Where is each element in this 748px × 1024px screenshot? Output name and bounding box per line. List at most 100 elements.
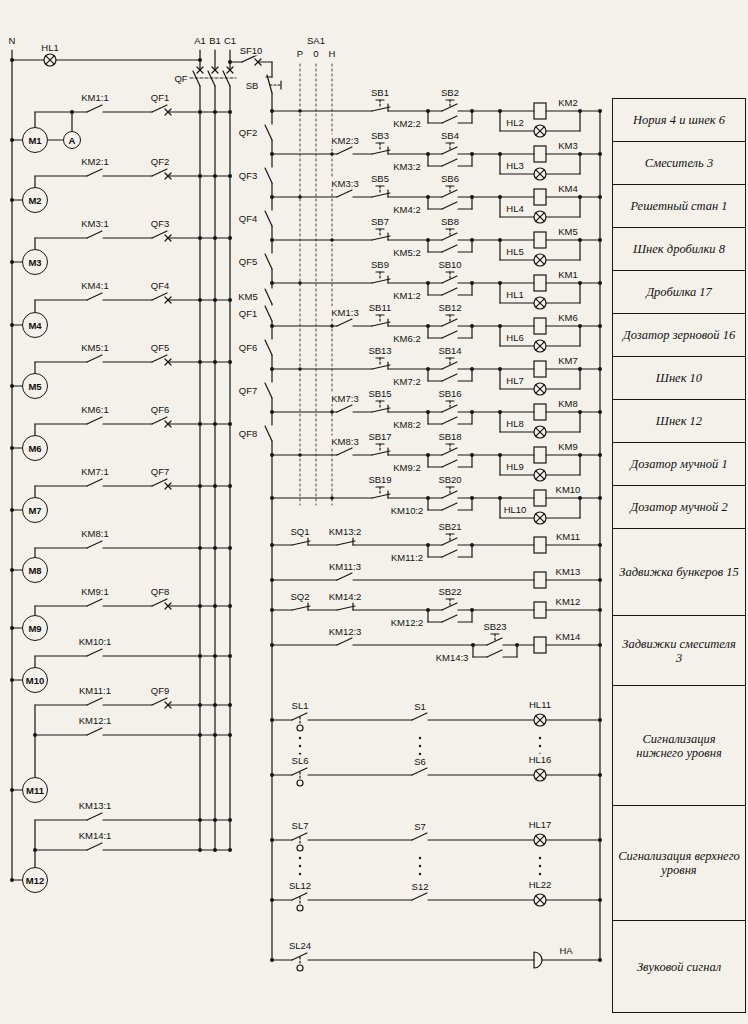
wire: [428, 719, 534, 720]
junction-dot: [228, 174, 232, 178]
junction-dot: [33, 848, 37, 852]
coil-symbol: [534, 318, 546, 334]
wire: [579, 326, 580, 346]
junction-dot: [330, 238, 334, 242]
breaker-mark: [227, 67, 233, 73]
junction-dot: [330, 324, 334, 328]
designation-label: QF4: [238, 213, 258, 224]
coil-symbol: [534, 572, 546, 588]
contact-no: [265, 426, 272, 441]
wire: [546, 259, 580, 260]
lamp-symbol: [534, 894, 546, 906]
cell-text: Решетный стан 1: [630, 199, 727, 213]
junction-dot: [228, 360, 232, 364]
wire: [500, 517, 534, 518]
junction-dot: [578, 238, 582, 242]
designation-label: KM13:2: [328, 526, 363, 537]
wire: [35, 704, 87, 705]
designation-label: HL8: [505, 418, 524, 429]
breaker-mark: [165, 173, 171, 179]
coil-symbol: [534, 490, 546, 506]
designation-label: Н: [328, 48, 337, 59]
wire: [458, 282, 534, 283]
contact-no: [87, 355, 102, 362]
button-actuator: [449, 272, 450, 278]
junction-dot: [426, 324, 430, 328]
contact-no: [265, 340, 272, 355]
function-cell: Дробилка 17: [612, 270, 746, 314]
wire: [272, 719, 292, 720]
breaker-mark: [165, 483, 171, 489]
wire: [428, 621, 442, 622]
coil-symbol: [534, 189, 546, 205]
contact-nc: [267, 75, 272, 93]
breaker-mark: [165, 702, 171, 708]
button-actuator: [449, 599, 450, 605]
junction-dot: [299, 857, 301, 859]
button-actuator: [379, 143, 380, 149]
contact-nc: [387, 276, 388, 283]
function-cell: Решетный стан 1: [612, 184, 746, 228]
coil-symbol: [534, 146, 546, 162]
wire: [499, 498, 500, 518]
wire: [103, 175, 152, 176]
junction-dot: [470, 453, 474, 457]
button-actuator: [376, 99, 384, 100]
designation-label: SB20: [437, 474, 462, 485]
junction-dot: [498, 453, 502, 457]
lamp-symbol: [536, 836, 544, 844]
wire: [546, 388, 580, 389]
wire: [34, 112, 35, 127]
contact-no: [442, 202, 457, 209]
contact-nc: [387, 147, 388, 154]
designation-label: QF2: [238, 127, 258, 138]
wire: [388, 325, 442, 326]
wire: [103, 655, 230, 656]
junction-dot: [470, 324, 474, 328]
designation-label: KM12:3: [328, 626, 363, 637]
lamp-symbol: [534, 714, 546, 726]
contact-nc: [372, 451, 390, 455]
designation-label: HL6: [505, 332, 524, 343]
designation-label: SF10: [239, 45, 264, 56]
junction-dot: [470, 281, 474, 285]
wire: [11, 50, 12, 880]
function-cell: Дозатор зерновой 16: [612, 313, 746, 357]
button-actuator: [376, 228, 384, 229]
lamp-symbol: [536, 514, 544, 522]
designation-label: SQ1: [289, 526, 310, 537]
wire: [103, 237, 152, 238]
contact-no: [442, 374, 457, 381]
junction-dot: [498, 152, 502, 156]
wire: [546, 325, 600, 326]
junction-dot: [498, 281, 502, 285]
wire: [388, 454, 442, 455]
button-actuator: [449, 534, 450, 540]
contact-no: [442, 460, 457, 467]
button-actuator: [379, 487, 380, 493]
button-actuator: [449, 143, 450, 149]
junction-dot: [270, 543, 274, 547]
button-actuator: [379, 315, 380, 321]
contact-no: [87, 649, 102, 656]
junction-dot: [470, 195, 474, 199]
motor-symbol: M7: [22, 497, 48, 523]
junction-dot: [419, 865, 421, 867]
junction-dot: [10, 626, 14, 630]
junction-dot: [270, 238, 274, 242]
wire: [35, 175, 87, 176]
wire: [103, 734, 230, 735]
wire: [499, 412, 500, 432]
button-actuator: [446, 533, 454, 534]
cell-text: Шнек дробилки 8: [633, 242, 725, 256]
motor-symbol: M2: [22, 187, 48, 213]
lamp-symbol: [534, 168, 546, 180]
button-actuator: [379, 100, 380, 106]
button-actuator: [491, 633, 499, 634]
designation-label: SB: [245, 80, 260, 91]
wire: [428, 208, 442, 209]
wire: [34, 176, 35, 187]
designation-label: KM14:3: [435, 652, 470, 663]
designation-label: B1: [208, 35, 222, 46]
junction-dot: [539, 857, 541, 859]
